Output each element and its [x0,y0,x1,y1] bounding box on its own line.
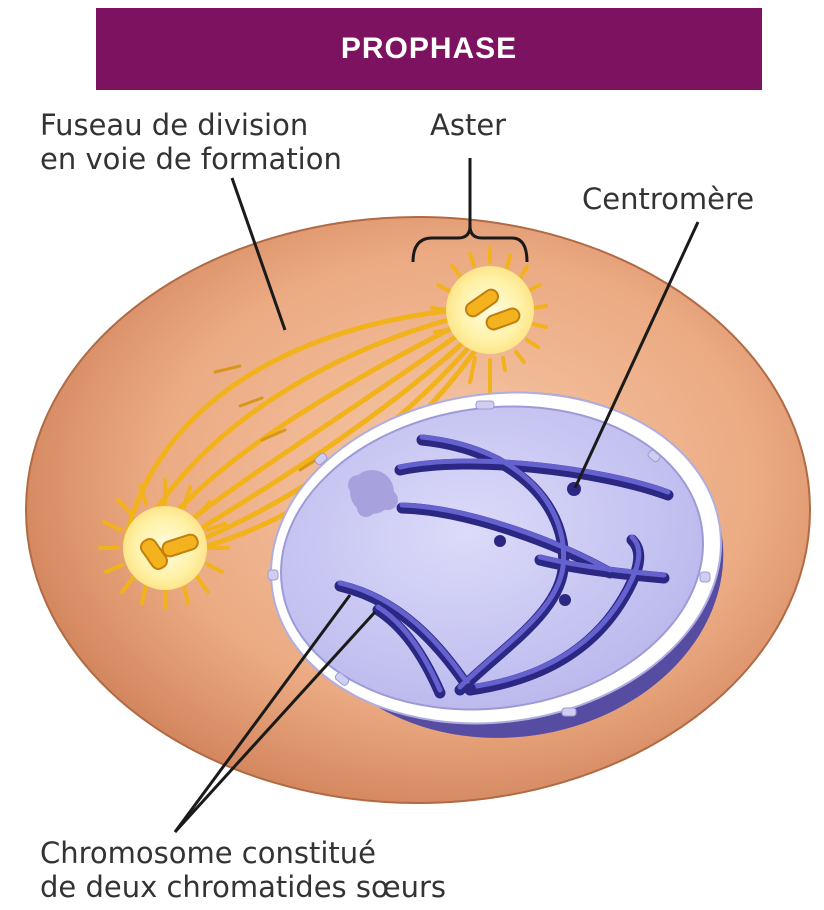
chromosome-pointer-a [173,594,352,833]
centromere-label: Centromère [582,182,755,216]
nucleolus [348,470,398,517]
aster-bracket [411,225,529,263]
chromosome-label-line1: Chromosome constitué [40,836,377,870]
title-banner: PROPHASE [96,8,762,90]
spindle-pointer [230,177,287,331]
chromosome-label-line2: de deux chromatides sœurs [40,870,447,904]
aster-label: Aster [430,108,507,142]
upper-aster [430,246,548,394]
chromosome-label: Chromosome constitué de deux chromatides… [40,836,446,904]
label-pointers [173,158,700,834]
chromosomes [334,434,674,699]
diagram-title: PROPHASE [340,32,518,65]
spindle-label-line2: en voie de formation [40,142,342,176]
lower-aster [98,478,230,610]
spindle-label: Fuseau de division en voie de formation [40,108,342,176]
centromere-pointer [573,221,700,489]
spindle-label-line1: Fuseau de division [40,108,309,142]
chromosome-pointer-b [173,610,377,834]
